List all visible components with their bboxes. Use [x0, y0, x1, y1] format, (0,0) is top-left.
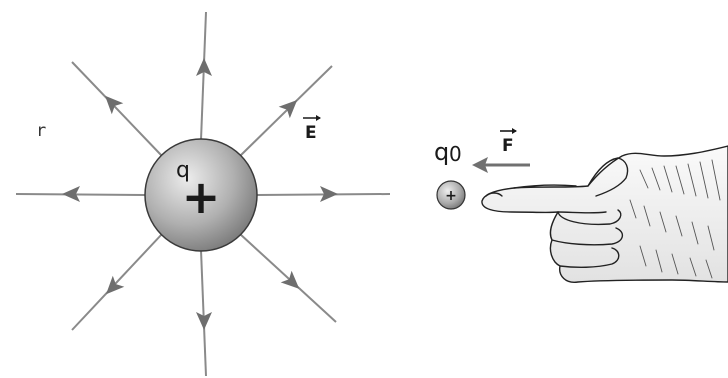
test-charge-sign: +: [445, 188, 457, 204]
field-line-upper-right: [240, 66, 332, 156]
field-symbol-label: E: [305, 123, 317, 143]
force-vector-arrowtip-icon: [512, 128, 517, 134]
field-line-upper-left: [72, 62, 162, 156]
test-charge: +: [437, 181, 465, 209]
field-vector-arrowtip-icon: [316, 115, 321, 121]
source-charge: q +: [145, 139, 257, 251]
force-symbol: F: [500, 128, 517, 156]
force-arrow: [472, 157, 530, 173]
force-symbol-label: F: [502, 136, 514, 156]
source-charge-sign: +: [182, 170, 221, 224]
field-line-lower-left: [72, 234, 162, 330]
test-charge-label: q 0: [434, 138, 462, 166]
test-charge-base: q: [434, 138, 449, 166]
stray-mark: r: [36, 121, 46, 141]
field-line-left: [16, 194, 145, 195]
field-line-lower-right: [240, 234, 336, 322]
field-line-down: [201, 250, 206, 376]
test-charge-subscript: 0: [449, 142, 462, 166]
field-line-up: [201, 12, 206, 140]
field-symbol: E: [303, 115, 321, 143]
field-line-right: [257, 194, 390, 195]
